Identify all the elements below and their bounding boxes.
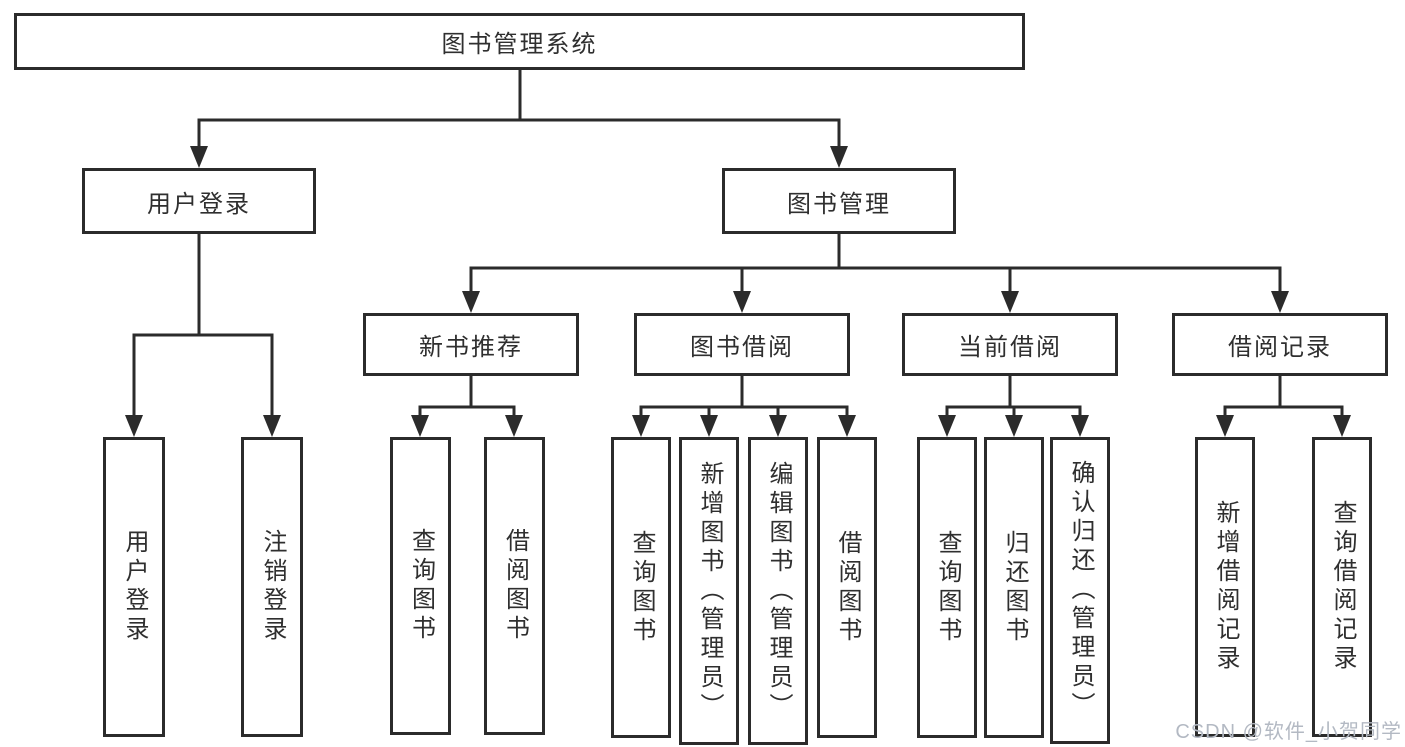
node-library-system: 图书管理系统 <box>14 13 1025 70</box>
leaf-logout-label: 注销登录 <box>259 529 286 645</box>
node-new-book-recommend: 新书推荐 <box>363 313 579 376</box>
node-user-login: 用户登录 <box>82 168 316 234</box>
leaf-user-login: 用户登录 <box>103 437 165 737</box>
leaf-borrow-books-borrowing-label: 借阅图书 <box>834 529 861 646</box>
leaf-edit-books-admin-label: 编辑图书（管理员） <box>765 460 792 722</box>
leaf-query-books-current: 查询图书 <box>917 437 977 738</box>
leaf-borrow-books-borrowing: 借阅图书 <box>817 437 877 738</box>
leaf-add-books-admin-label: 新增图书（管理员） <box>696 460 723 722</box>
node-book-borrowing-label: 图书借阅 <box>690 334 794 361</box>
node-library-system-label: 图书管理系统 <box>441 31 598 58</box>
leaf-query-books-recommend: 查询图书 <box>390 437 451 735</box>
leaf-query-borrow-record: 查询借阅记录 <box>1312 437 1372 737</box>
leaf-add-borrow-record: 新增借阅记录 <box>1195 437 1255 737</box>
node-book-borrowing: 图书借阅 <box>634 313 850 376</box>
leaf-add-borrow-record-label: 新增借阅记录 <box>1212 500 1239 674</box>
node-new-book-recommend-label: 新书推荐 <box>419 334 523 361</box>
arrowheads <box>125 146 1351 437</box>
node-borrowing-records: 借阅记录 <box>1172 313 1388 376</box>
leaf-query-books-recommend-label: 查询图书 <box>407 528 435 644</box>
csdn-watermark: CSDN @软件_小贺同学 <box>1175 721 1402 743</box>
node-borrowing-records-label: 借阅记录 <box>1228 334 1332 361</box>
leaf-add-books-admin: 新增图书（管理员） <box>679 437 739 745</box>
node-book-management: 图书管理 <box>722 168 956 234</box>
leaf-query-books-borrowing: 查询图书 <box>611 437 671 738</box>
leaf-edit-books-admin: 编辑图书（管理员） <box>748 437 808 745</box>
node-book-management-label: 图书管理 <box>787 190 891 218</box>
leaf-confirm-return-admin: 确认归还（管理员） <box>1050 437 1110 744</box>
leaf-return-books: 归还图书 <box>984 437 1044 738</box>
leaf-return-books-label: 归还图书 <box>1001 529 1028 646</box>
leaf-confirm-return-admin-label: 确认归还（管理员） <box>1067 460 1094 721</box>
leaf-borrow-books-recommend: 借阅图书 <box>484 437 545 735</box>
leaf-user-login-label: 用户登录 <box>121 529 148 645</box>
node-current-borrowing-label: 当前借阅 <box>958 334 1062 361</box>
leaf-logout: 注销登录 <box>241 437 303 737</box>
node-current-borrowing: 当前借阅 <box>902 313 1118 376</box>
leaf-query-borrow-record-label: 查询借阅记录 <box>1329 500 1356 674</box>
leaf-query-books-current-label: 查询图书 <box>934 529 961 646</box>
leaf-query-books-borrowing-label: 查询图书 <box>628 529 655 646</box>
node-user-login-label: 用户登录 <box>147 190 251 218</box>
leaf-borrow-books-recommend-label: 借阅图书 <box>501 528 529 644</box>
